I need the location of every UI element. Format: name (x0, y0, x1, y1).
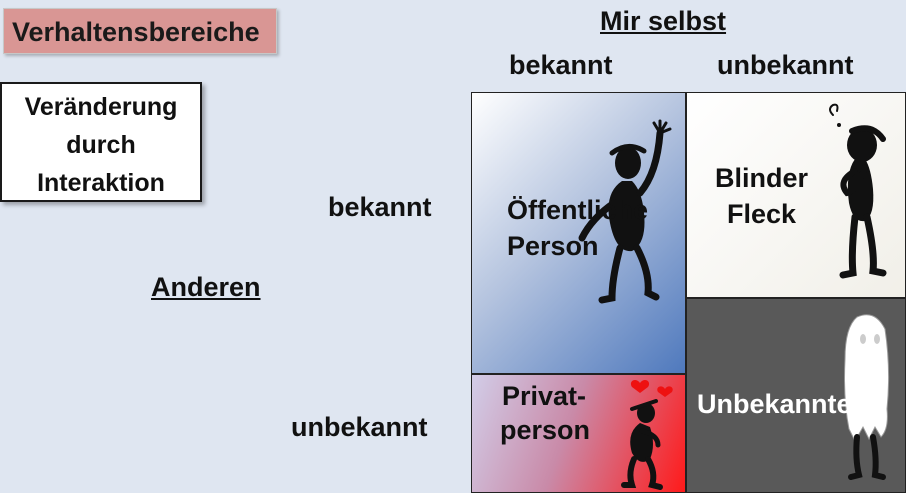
public-person-line-1: Öffentliche (507, 195, 649, 225)
thinking-figure-icon (829, 103, 887, 279)
interaction-line-3: Interaktion (37, 169, 165, 197)
quadrant-public-person: Öffentliche Person (471, 92, 686, 374)
ghost-figure-icon (844, 314, 890, 480)
private-person-line-1: Privat- (502, 381, 587, 411)
private-person-line-2: person (500, 415, 591, 445)
lovestruck-figure-icon (621, 380, 673, 490)
public-person-line-2: Person (507, 231, 599, 261)
self-axis-title: Mir selbst (600, 6, 727, 36)
others-axis-title: Anderen (151, 272, 261, 302)
quadrant-private-person: Privat- person (471, 374, 686, 493)
interaction-line-1: Veränderung (24, 93, 178, 121)
waving-figure-icon (578, 119, 672, 304)
interaction-line-2: durch (66, 131, 136, 159)
others-unknown-label: unbekannt (291, 412, 428, 442)
self-unknown-label: unbekannt (717, 50, 854, 80)
quadrant-blind-spot: Blinder Fleck (686, 92, 906, 298)
quadrant-unknown: Unbekanntes (686, 298, 906, 493)
title-text: Verhaltensbereiche (12, 17, 260, 47)
others-known-label: bekannt (328, 192, 432, 222)
blind-spot-line-1: Blinder (715, 163, 809, 193)
interaction-box: Veränderung durch Interaktion (0, 82, 202, 202)
self-known-label: bekannt (509, 50, 613, 80)
blind-spot-line-2: Fleck (727, 199, 797, 229)
unknown-label: Unbekanntes (697, 389, 867, 419)
page-title: Verhaltensbereiche (3, 8, 277, 54)
